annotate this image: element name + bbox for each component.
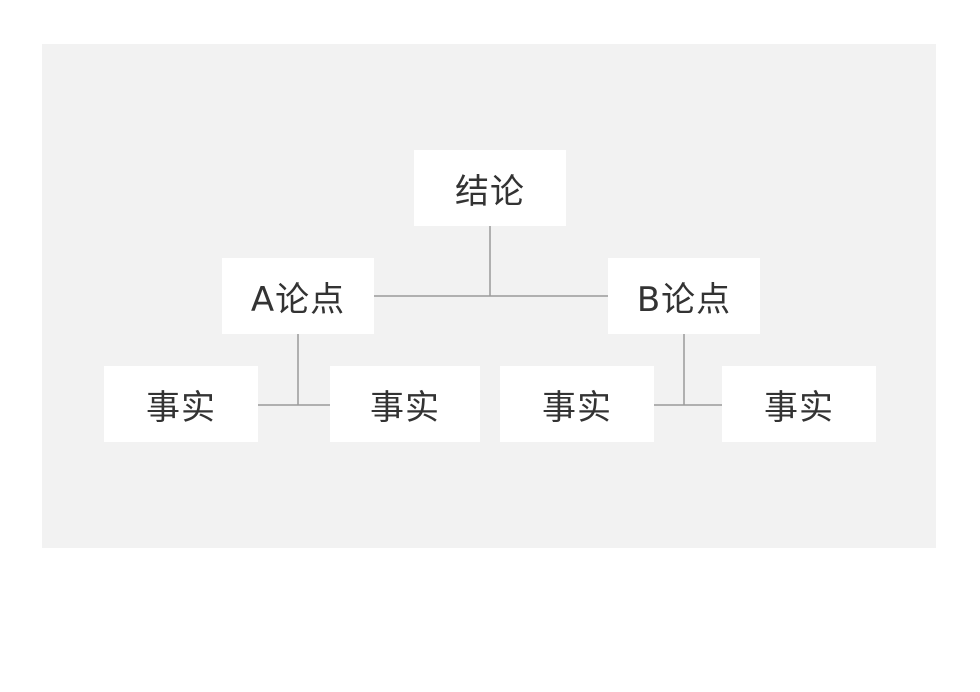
node-fact-1: 事实	[104, 366, 258, 442]
node-point-a-label: A论点	[250, 279, 346, 320]
node-conclusion: 结论	[414, 150, 566, 226]
node-fact-3: 事实	[500, 366, 654, 442]
node-fact-2-label: 事实	[370, 387, 440, 428]
node-fact-3-label: 事实	[542, 387, 612, 428]
node-fact-4-label: 事实	[764, 387, 834, 428]
node-fact-4: 事实	[722, 366, 876, 442]
node-point-a: A论点	[222, 258, 374, 334]
node-fact-2: 事实	[330, 366, 480, 442]
node-fact-1-label: 事实	[146, 387, 216, 428]
node-point-b: B论点	[608, 258, 760, 334]
node-point-b-label: B论点	[636, 279, 732, 320]
node-conclusion-label: 结论	[455, 171, 525, 212]
